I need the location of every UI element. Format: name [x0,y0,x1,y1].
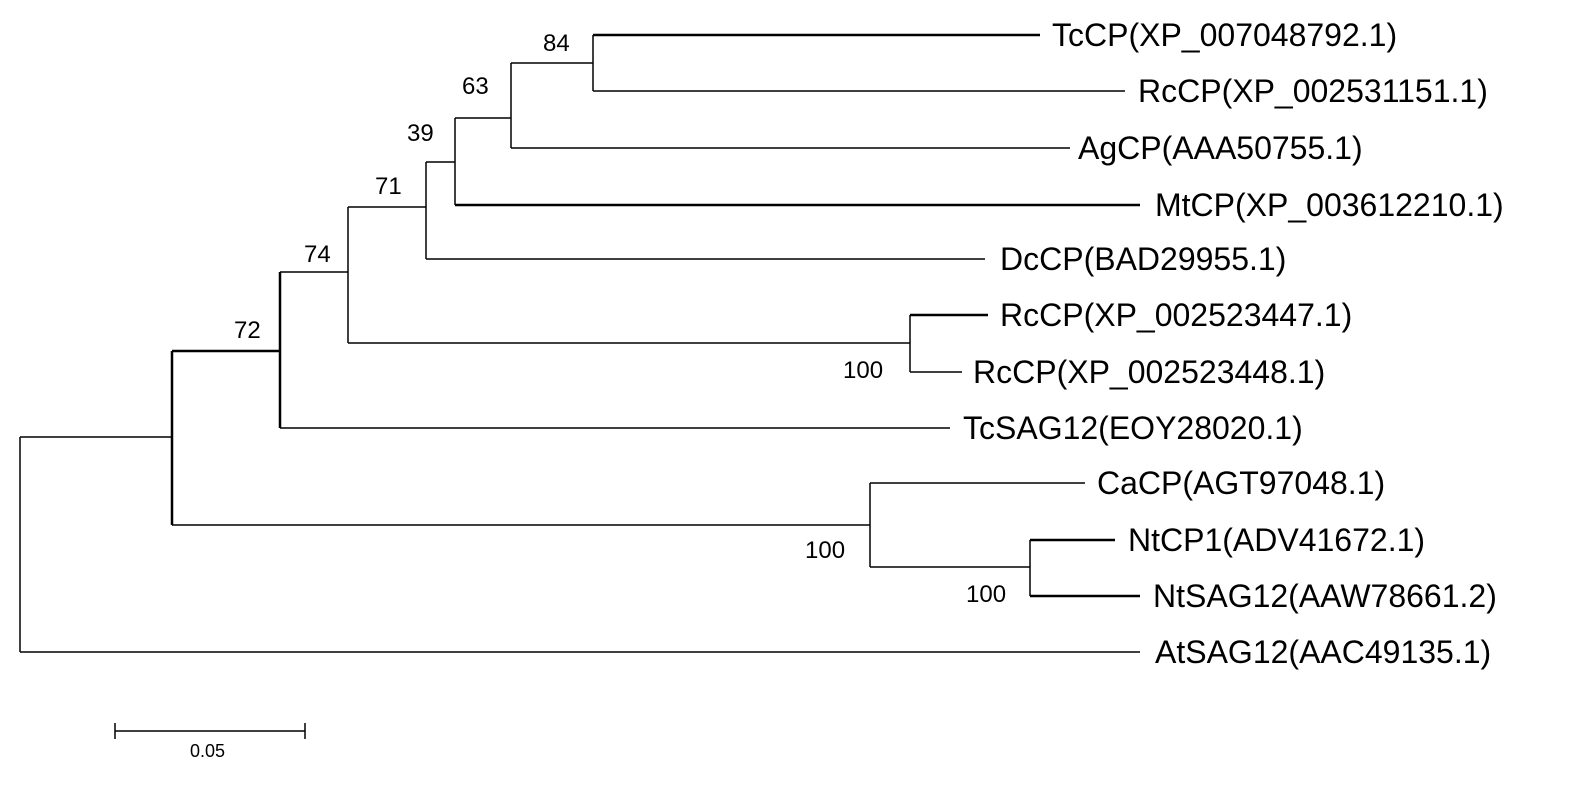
scale-bar: 0.05 [114,723,306,761]
leaf-label-tc-sag12: TcSAG12(EOY28020.1) [963,410,1303,446]
support-value-100-ca-nt: 100 [805,537,845,564]
leaf-label-ag-cp: AgCP(AAA50755.1) [1078,130,1363,166]
leaf-label-at-sag12: AtSAG12(AAC49135.1) [1155,634,1491,670]
leaf-label-tc-cp: TcCP(XP_007048792.1) [1052,17,1397,53]
support-value-84: 84 [543,30,570,57]
leaf-label-dc-cp: DcCP(BAD29955.1) [1000,241,1286,277]
tree-branches [19,33,1140,653]
support-value-100-nt: 100 [966,581,1006,608]
leaf-label-rc-cp-523447: RcCP(XP_002523447.1) [1000,297,1352,333]
leaf-label-nt-sag12: NtSAG12(AAW78661.2) [1153,578,1497,614]
scale-bar-label: 0.05 [190,741,225,761]
support-values: 84 63 39 71 74 72 100 100 100 [234,30,1006,608]
leaf-label-mt-cp: MtCP(XP_003612210.1) [1155,187,1504,223]
support-value-72: 72 [234,317,261,344]
leaf-label-rc-cp-523448: RcCP(XP_002523448.1) [973,354,1325,390]
leaf-labels: TcCP(XP_007048792.1) RcCP(XP_002531151.1… [963,17,1504,670]
support-value-71: 71 [375,173,402,200]
support-value-100-rc: 100 [843,357,883,384]
leaf-label-ca-cp: CaCP(AGT97048.1) [1097,465,1385,501]
support-value-74: 74 [304,241,331,268]
support-value-39: 39 [407,120,434,147]
leaf-label-nt-cp1: NtCP1(ADV41672.1) [1128,522,1425,558]
support-value-63: 63 [462,73,489,100]
leaf-label-rc-cp-531151: RcCP(XP_002531151.1) [1138,73,1488,109]
